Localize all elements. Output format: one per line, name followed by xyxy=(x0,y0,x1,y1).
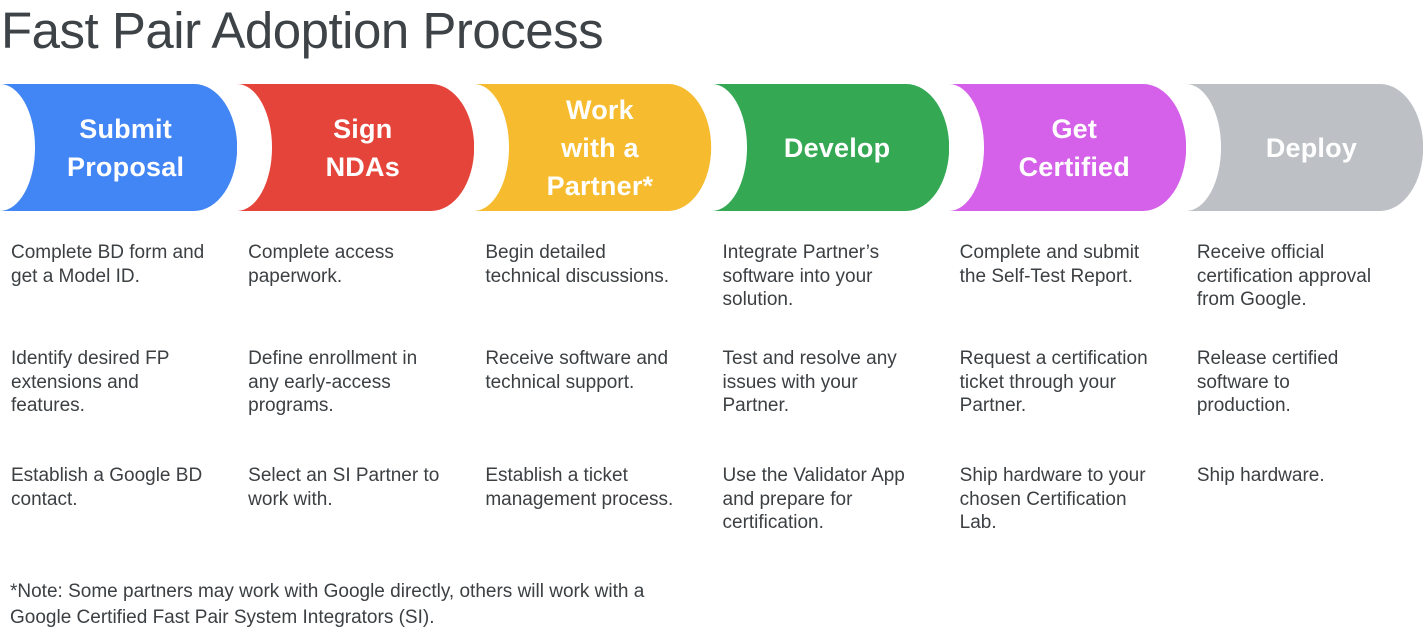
stage-shape-get-certified xyxy=(948,84,1186,211)
step-submit-proposal-1: Complete BD form and get a Model ID. xyxy=(11,242,205,287)
step-develop-3: Use the Validator App and prepare for ce… xyxy=(722,465,905,533)
step-work-with-partner-2: Receive software and technical support. xyxy=(485,348,669,393)
stage-label-sign-ndas: Sign NDAs xyxy=(325,113,400,182)
stage-sign-ndas: Sign NDAs xyxy=(237,84,475,211)
step-get-certified-3: Ship hardware to your chosen Certificati… xyxy=(959,465,1146,533)
stage-shape-deploy xyxy=(1185,84,1423,211)
step-submit-proposal-2: Identify desired FP extensions and featu… xyxy=(11,348,170,416)
stage-label-get-certified: Get Certified xyxy=(1018,113,1130,182)
step-deploy-2: Release certified software to production… xyxy=(1196,348,1339,416)
step-sign-ndas-2: Define enrollment in any early-access pr… xyxy=(248,348,418,416)
step-submit-proposal-3: Establish a Google BD contact. xyxy=(11,465,203,510)
stage-develop: Develop xyxy=(711,84,949,211)
stage-get-certified: Get Certified xyxy=(948,84,1186,211)
step-get-certified-2: Request a certification ticket through y… xyxy=(959,348,1148,416)
step-develop-1: Integrate Partner’s software into your s… xyxy=(722,242,880,310)
process-stages-row: Submit Proposal Sign NDAs Work with a Pa… xyxy=(0,84,1423,211)
step-develop-2: Test and resolve any issues with your Pa… xyxy=(722,348,897,416)
stage-work-with-partner: Work with a Partner* xyxy=(474,84,712,211)
stage-shape-sign-ndas xyxy=(237,84,475,211)
stage-label-work-with-partner: Work with a Partner* xyxy=(546,94,654,201)
step-work-with-partner-1: Begin detailed technical discussions. xyxy=(485,242,670,287)
stage-shape-develop xyxy=(711,84,949,211)
page-title: Fast Pair Adoption Process xyxy=(1,2,604,59)
step-get-certified-1: Complete and submit the Self-Test Report… xyxy=(959,242,1140,287)
stage-deploy: Deploy xyxy=(1185,84,1423,211)
footnote: *Note: Some partners may work with Googl… xyxy=(10,581,645,628)
stage-label-submit-proposal: Submit Proposal xyxy=(67,113,185,182)
stage-submit-proposal: Submit Proposal xyxy=(0,84,238,211)
stage-label-develop: Develop xyxy=(783,132,891,163)
step-deploy-3: Ship hardware. xyxy=(1196,465,1325,486)
steps-grid: Complete BD form and get a Model ID. Com… xyxy=(0,241,1423,535)
stage-label-deploy: Deploy xyxy=(1265,132,1358,163)
step-sign-ndas-1: Complete access paperwork. xyxy=(248,242,394,287)
step-sign-ndas-3: Select an SI Partner to work with. xyxy=(248,465,440,510)
step-deploy-1: Receive official certification approval … xyxy=(1196,242,1372,310)
step-work-with-partner-3: Establish a ticket management process. xyxy=(485,465,674,510)
stage-shape-work-with-partner xyxy=(474,84,712,211)
stage-shape-submit-proposal xyxy=(0,84,238,211)
